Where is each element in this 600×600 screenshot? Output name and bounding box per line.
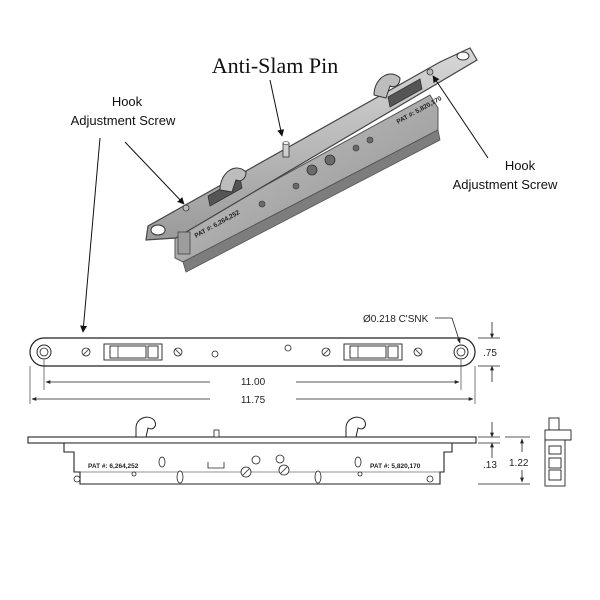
length-1175-label: 11.75 <box>241 395 266 406</box>
iso-hook-right <box>373 73 401 99</box>
front-face-plate <box>29 337 476 367</box>
side-hook-right <box>345 416 366 438</box>
end-view <box>544 417 572 487</box>
side-patent-left: PAT #: 6,264,252 <box>88 463 139 470</box>
anti-slam-pin-label: Anti-Slam Pin <box>212 53 339 78</box>
anti-slam-pin-arrow <box>269 79 285 137</box>
hook-adjust-right-arrow <box>432 75 489 159</box>
hook-adjust-right-label-line2: Adjustment Screw <box>453 177 558 192</box>
side-face-plate <box>27 436 477 444</box>
side-hook-left <box>135 416 156 438</box>
hook-adjust-left-arrow-plan <box>80 137 101 333</box>
front-view <box>29 337 476 367</box>
side-patent-right: PAT #: 5,820,170 <box>370 463 421 470</box>
dim-13-label: .13 <box>483 460 497 471</box>
iso-anti-slam-pin <box>282 142 290 158</box>
hook-adjust-right-label-line1: Hook <box>505 158 536 173</box>
length-11-label: 11.00 <box>241 377 266 388</box>
hook-adjust-left-label-line1: Hook <box>112 94 143 109</box>
isometric-lock-view: PAT #: 6,264,252 PAT #: 5,820,170 <box>145 47 478 273</box>
side-view: PAT #: 6,264,252 PAT #: 5,820,170 <box>27 416 477 485</box>
dim-122-label: 1.22 <box>509 458 529 469</box>
hook-adjust-left-label-line2: Adjustment Screw <box>71 113 176 128</box>
iso-hook-left <box>219 167 247 193</box>
hook-adjust-left-arrow-iso <box>124 141 185 205</box>
csnk-dimension-label: Ø0.218 C'SNK <box>363 314 429 325</box>
height-dimension-label: .75 <box>483 348 497 359</box>
